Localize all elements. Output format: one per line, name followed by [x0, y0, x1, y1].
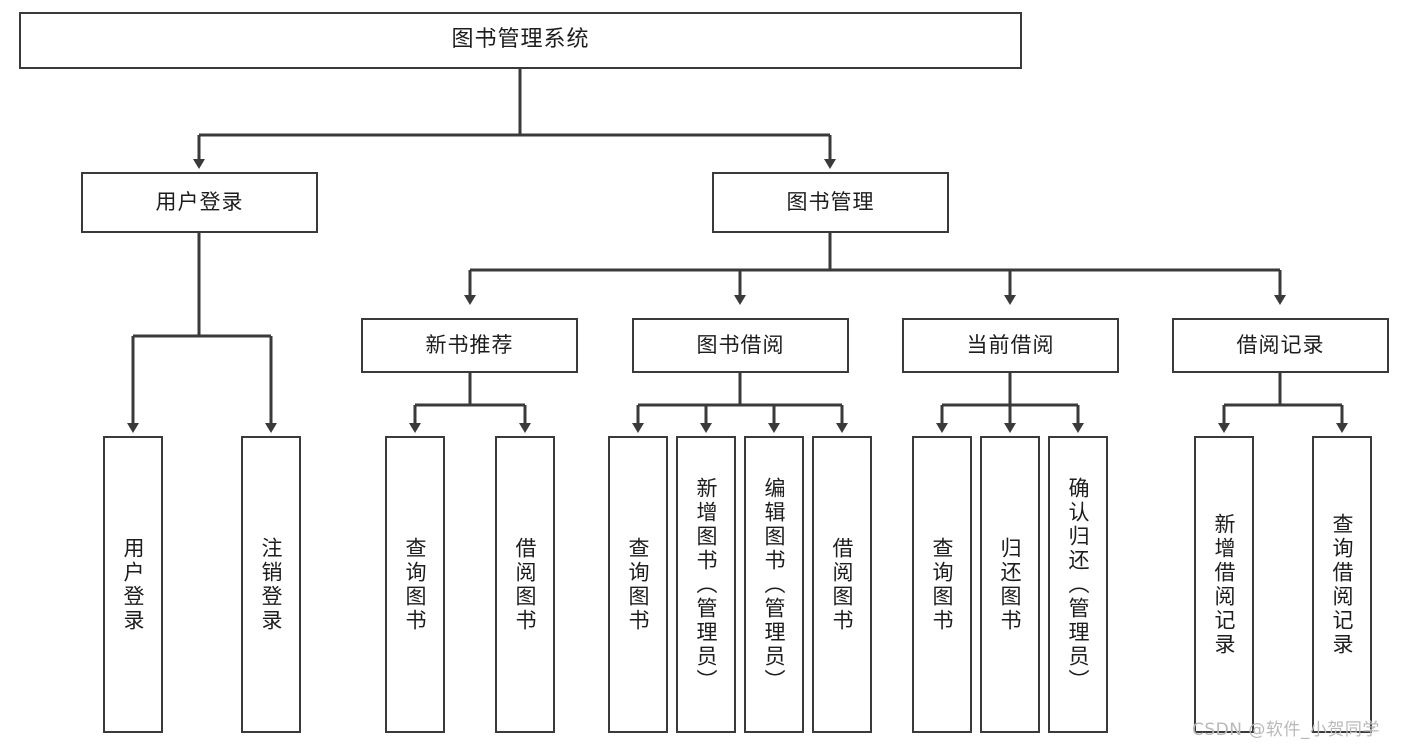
node-current-borrow-label: 当前借阅	[966, 332, 1055, 357]
node-user-login-label: 用户登录	[155, 189, 244, 214]
leaf-borrow-book-2[interactable]: 借阅图书	[812, 436, 872, 733]
node-new-book-recommend[interactable]: 新书推荐	[361, 318, 578, 373]
leaf-query-book-3-label: 查询图书	[930, 536, 955, 633]
leaf-query-book-1[interactable]: 查询图书	[385, 436, 445, 733]
leaf-add-book[interactable]: 新增图书（管理员）	[676, 436, 736, 733]
leaf-edit-book-label: 编辑图书（管理员）	[762, 476, 787, 693]
leaf-logout-login-label: 注销登录	[259, 536, 284, 633]
leaf-borrow-book-2-label: 借阅图书	[830, 536, 855, 633]
leaf-add-book-label: 新增图书（管理员）	[694, 476, 719, 693]
leaf-query-record[interactable]: 查询借阅记录	[1312, 436, 1372, 733]
leaf-borrow-book-1[interactable]: 借阅图书	[495, 436, 555, 733]
leaf-return-book[interactable]: 归还图书	[980, 436, 1040, 733]
node-root-label: 图书管理系统	[451, 27, 590, 53]
csdn-watermark: CSDN @软件_小贺同学	[1192, 720, 1380, 740]
leaf-user-login-label: 用户登录	[121, 536, 146, 633]
leaf-confirm-return-label: 确认归还（管理员）	[1066, 476, 1091, 693]
leaf-add-record-label: 新增借阅记录	[1212, 512, 1237, 657]
leaf-query-book-2-label: 查询图书	[626, 536, 651, 633]
node-user-login[interactable]: 用户登录	[81, 172, 318, 233]
node-book-borrow[interactable]: 图书借阅	[632, 318, 849, 373]
node-book-manage[interactable]: 图书管理	[712, 172, 949, 233]
node-borrow-record-label: 借阅记录	[1236, 332, 1325, 357]
leaf-confirm-return[interactable]: 确认归还（管理员）	[1048, 436, 1108, 733]
leaf-borrow-book-1-label: 借阅图书	[513, 536, 538, 633]
leaf-logout-login[interactable]: 注销登录	[241, 436, 301, 733]
node-book-manage-label: 图书管理	[786, 189, 875, 214]
leaf-query-book-3[interactable]: 查询图书	[912, 436, 972, 733]
node-current-borrow[interactable]: 当前借阅	[902, 318, 1119, 373]
node-borrow-record[interactable]: 借阅记录	[1172, 318, 1389, 373]
node-new-book-recommend-label: 新书推荐	[425, 332, 514, 357]
leaf-query-record-label: 查询借阅记录	[1330, 512, 1355, 657]
leaf-return-book-label: 归还图书	[998, 536, 1023, 633]
leaf-edit-book[interactable]: 编辑图书（管理员）	[744, 436, 804, 733]
leaf-user-login[interactable]: 用户登录	[103, 436, 163, 733]
node-book-borrow-label: 图书借阅	[696, 332, 785, 357]
node-root[interactable]: 图书管理系统	[19, 12, 1022, 69]
leaf-query-book-1-label: 查询图书	[403, 536, 428, 633]
leaf-query-book-2[interactable]: 查询图书	[608, 436, 668, 733]
leaf-add-record[interactable]: 新增借阅记录	[1194, 436, 1254, 733]
